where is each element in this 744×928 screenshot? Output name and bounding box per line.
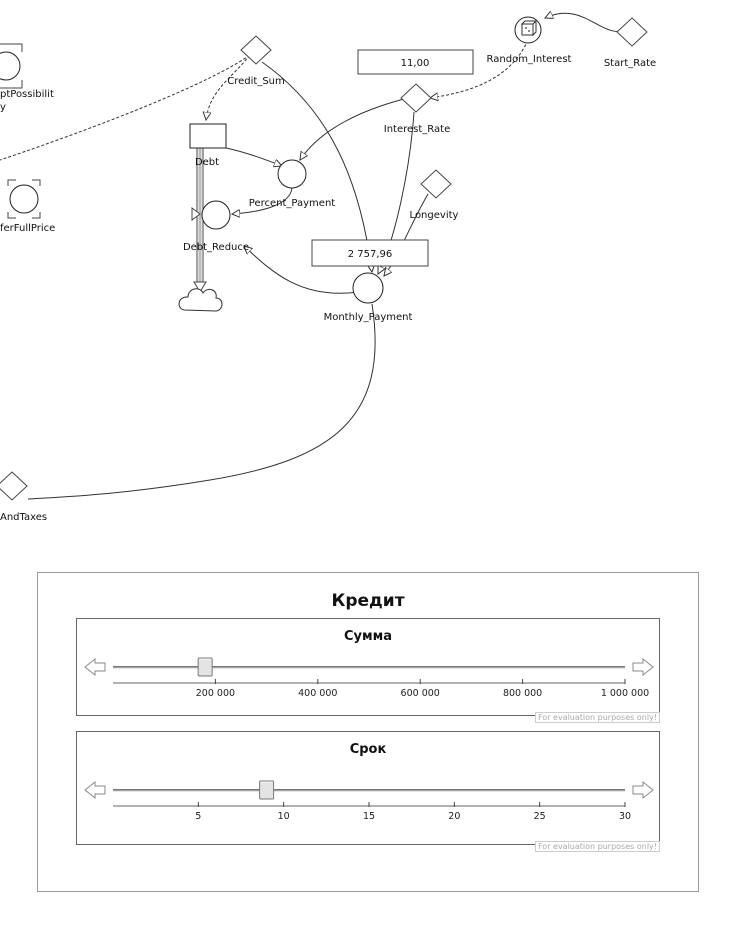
longevity-label: Longevity — [410, 210, 459, 221]
term-slider-group: Срок 5 10 15 20 25 30 For evaluation purposes… — [76, 731, 661, 852]
interest-rate-value: 11,00 — [401, 58, 430, 69]
monthly-payment-label: Monthly_Payment — [324, 312, 413, 323]
term-thumb[interactable] — [259, 780, 275, 800]
longevity-parameter[interactable] — [420, 169, 452, 199]
link-monthly-payment-to-and-taxes — [27, 303, 376, 500]
offer-full-price-label: ferFullPrice — [0, 223, 55, 234]
sum-tick-label: 400 000 — [298, 688, 337, 699]
link-monthly-payment-to-debt-reduce — [244, 246, 359, 294]
link-percent-payment-to-debt-reduce — [232, 187, 293, 214]
random-interest-label: Random_Interest — [487, 54, 572, 65]
percent-payment-label: Percent_Payment — [249, 198, 335, 209]
accept-possibility-label-line2: y — [0, 102, 6, 113]
link-debt-to-percent-payment — [225, 147, 282, 166]
sum-tick-label: 600 000 — [401, 688, 440, 699]
sum-group-title: Сумма — [343, 629, 393, 644]
model-diagram: Debt Percent_Payment Debt_Reduce Monthly… — [0, 0, 656, 523]
term-decrease-arrow-icon[interactable] — [84, 780, 106, 800]
link-credit-sum-to-left — [0, 54, 251, 161]
debt-outflow-pipe — [191, 148, 207, 293]
percent-payment-variable[interactable] — [277, 159, 307, 189]
credit-sum-label: Credit_Sum — [227, 76, 285, 87]
and-taxes-label: AndTaxes — [0, 512, 47, 523]
term-tick-label: 15 — [363, 811, 375, 822]
debt-reduce-variable[interactable] — [201, 200, 231, 230]
debt-label: Debt — [195, 157, 219, 168]
credit-sum-parameter[interactable] — [240, 35, 272, 65]
interest-rate-label: Interest_Rate — [384, 124, 450, 135]
link-start-rate-to-random-interest — [545, 13, 629, 33]
sum-increase-arrow-icon[interactable] — [632, 657, 654, 677]
sum-slider[interactable]: 200 000 400 000 600 000 800 000 1 000 000 — [77, 619, 661, 717]
term-tick-label: 10 — [278, 811, 290, 822]
monthly-payment-variable[interactable] — [352, 272, 384, 304]
link-credit-sum-to-debt — [206, 54, 251, 120]
sum-slider-group: Сумма 200 000 400 000 600 000 800 000 1 000 … — [76, 618, 661, 723]
term-slider[interactable]: 5 10 15 20 25 30 — [77, 732, 661, 846]
accept-possibility-variable[interactable] — [0, 43, 23, 89]
term-tick-label: 20 — [448, 811, 460, 822]
term-increase-arrow-icon[interactable] — [632, 780, 654, 800]
sum-decrease-arrow-icon[interactable] — [84, 657, 106, 677]
term-tick-label: 30 — [619, 811, 631, 822]
term-group-title: Срок — [349, 742, 387, 757]
sum-thumb[interactable] — [197, 657, 213, 677]
credit-control-panel: Кредит Сумма 200 000 400 000 600 000 800 00… — [37, 572, 699, 892]
monthly-payment-value-box — [311, 239, 429, 267]
offer-full-price-variable[interactable] — [7, 179, 41, 219]
term-evaluation-watermark: For evaluation purposes only! — [534, 841, 660, 852]
sum-evaluation-watermark: For evaluation purposes only! — [534, 712, 660, 723]
start-rate-parameter[interactable] — [616, 17, 648, 47]
start-rate-label: Start_Rate — [604, 58, 656, 69]
dice-icon — [520, 19, 538, 37]
sum-tick-label: 800 000 — [503, 688, 542, 699]
accept-possibility-label-line1: ptPossibilit — [0, 89, 54, 100]
term-tick-label: 25 — [534, 811, 546, 822]
monthly-payment-value: 2 757,96 — [348, 249, 393, 260]
panel-title: Кредит — [331, 591, 405, 611]
and-taxes-parameter[interactable] — [0, 471, 28, 501]
link-random-interest-to-interest-rate — [430, 39, 529, 98]
sum-tick-label: 200 000 — [196, 688, 235, 699]
link-credit-sum-to-monthly-payment — [261, 61, 372, 272]
interest-rate-parameter[interactable] — [400, 83, 432, 113]
link-interest-rate-to-percent-payment — [300, 97, 409, 160]
cloud-sink-icon — [178, 288, 223, 312]
debt-stock[interactable] — [189, 123, 227, 149]
debt-reduce-label: Debt_Reduce — [183, 242, 249, 253]
sum-tick-label: 1 000 000 — [601, 688, 649, 699]
term-tick-label: 5 — [195, 811, 201, 822]
interest-rate-value-box — [357, 49, 474, 75]
